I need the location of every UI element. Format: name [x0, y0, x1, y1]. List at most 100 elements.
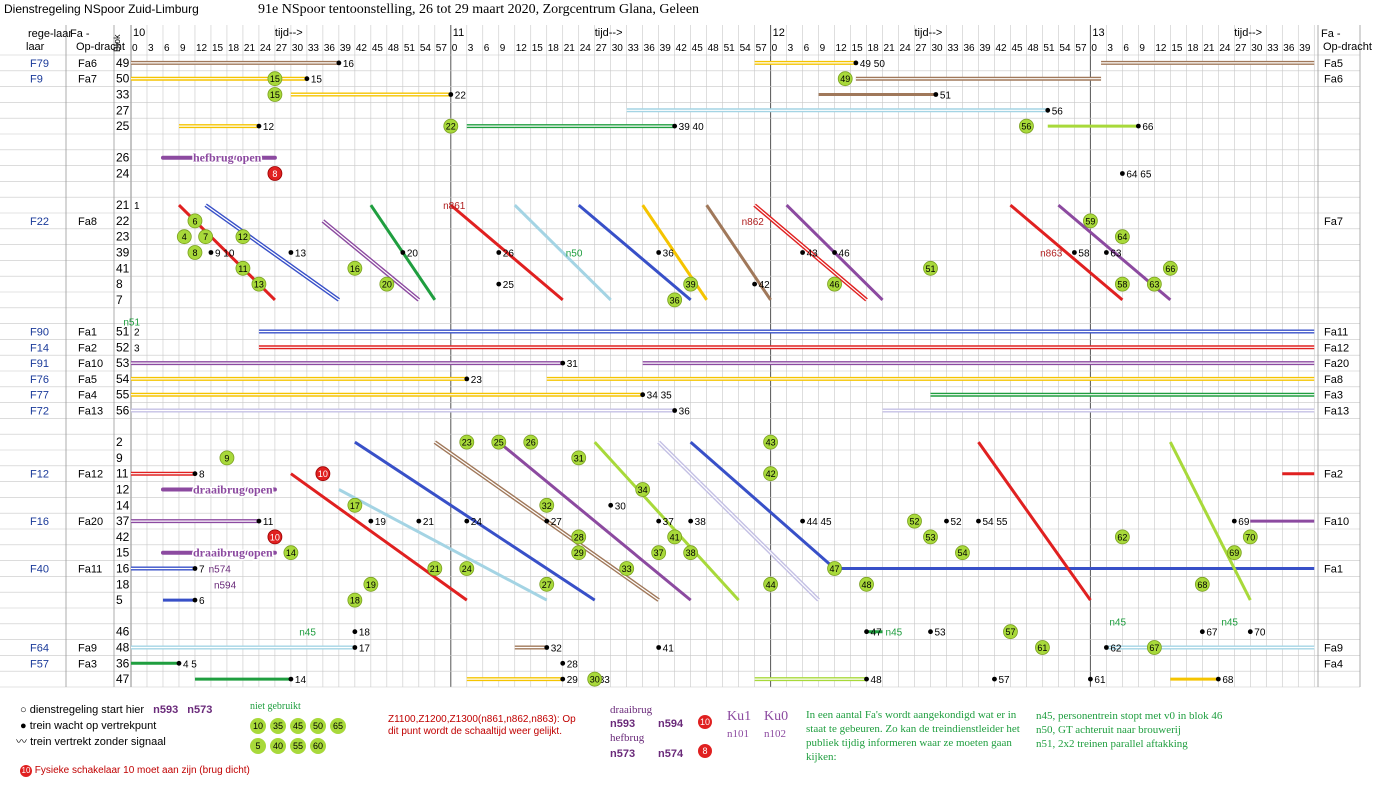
row-right-fa: Fa8: [1324, 374, 1343, 386]
number-circle-label: 29: [574, 548, 584, 558]
dot-label: 43: [807, 249, 819, 260]
dot-label: 57: [998, 675, 1010, 686]
train-diagonal-inner: [205, 204, 340, 301]
minute-tick: 45: [692, 43, 704, 54]
number-circle-label: 15: [270, 90, 280, 100]
fa-header-line2: Op-dracht: [76, 41, 125, 53]
start-icon: ○: [20, 704, 27, 716]
not-used-number-icon: 10: [250, 718, 266, 734]
row-blok: 50: [116, 72, 130, 86]
dot-label: 54 55: [982, 517, 1007, 528]
dot-label: 56: [1052, 106, 1064, 117]
wait-dot: [400, 250, 406, 255]
wait-dot: [1072, 250, 1077, 255]
number-circle-label: 38: [686, 548, 696, 558]
number-circle: [347, 592, 363, 608]
minute-tick: 3: [788, 43, 794, 54]
dot-label: 27: [551, 517, 563, 528]
wait-dot: [352, 645, 358, 650]
number-circle-label: 4: [182, 232, 187, 242]
number-circle: [315, 466, 331, 482]
minute-tick: 6: [484, 43, 490, 54]
number-circle: [235, 260, 251, 276]
wait-dot: [416, 518, 422, 524]
number-circle-label: 23: [462, 438, 472, 448]
dot-label: 7: [199, 565, 205, 576]
train-diagonal: [577, 203, 692, 302]
number-circle-label: 14: [286, 548, 296, 558]
minute-tick: 48: [388, 43, 400, 54]
annotation: n862: [742, 217, 765, 228]
row-right-fa: Fa12: [1324, 342, 1349, 354]
not-used-number-icon: 35: [270, 718, 286, 734]
train-diagonal: [354, 440, 596, 602]
minute-tick: 30: [612, 43, 624, 54]
wait-dot: [976, 518, 981, 524]
number-circle: [1019, 118, 1034, 134]
minute-tick: 3: [468, 43, 474, 54]
number-circle-label: 33: [622, 564, 632, 574]
number-circle: [459, 561, 475, 576]
number-circle: [635, 482, 651, 497]
row-right-fa: Fa3: [1324, 390, 1343, 402]
number-circle-label: 10: [318, 469, 328, 479]
minute-tick: 57: [1075, 43, 1087, 54]
row-blok: 15: [116, 546, 130, 560]
row-blok: 48: [116, 641, 130, 655]
dot-label: 44 45: [807, 517, 832, 528]
row-blok: 56: [116, 404, 130, 418]
number-circle-label: 41: [670, 532, 680, 542]
number-circle-label: 39: [686, 280, 696, 290]
number-circle-label: 47: [830, 564, 840, 574]
minute-tick: 30: [932, 43, 944, 54]
number-circle-label: 22: [446, 122, 456, 132]
row-regelaar: F16: [30, 516, 49, 528]
train-diagonal: [1169, 441, 1252, 601]
row-regelaar: F90: [30, 327, 49, 339]
dot-label: 67: [1206, 628, 1218, 639]
minute-tick: 33: [947, 43, 959, 54]
dot-label: 24: [471, 517, 483, 528]
wait-dot: [560, 660, 566, 666]
number-circle: [187, 245, 203, 260]
legend-n574: n574: [658, 748, 684, 760]
annotation: 3: [134, 343, 140, 354]
annotation: 1: [134, 201, 140, 212]
minute-tick: 0: [1091, 43, 1097, 54]
minute-tick: 18: [1187, 43, 1199, 54]
wait-dot: [656, 518, 662, 524]
number-circle-label: 66: [1165, 264, 1175, 274]
number-circle-label: 8: [272, 169, 277, 179]
number-circle: [651, 545, 667, 561]
minute-tick: 51: [724, 43, 736, 54]
row-blok: 24: [116, 167, 130, 181]
dot-label: 70: [1254, 628, 1266, 639]
number-circle: [459, 434, 475, 450]
tijd-label: tijd-->: [915, 27, 943, 39]
train-diagonal-inner: [754, 204, 867, 301]
number-circle: [539, 576, 555, 592]
wait-dot: [176, 660, 182, 666]
row-blok: 8: [116, 277, 123, 291]
dot-label: 4 5: [183, 659, 197, 670]
dot-label: 37: [663, 517, 675, 528]
row-fa: Fa20: [78, 516, 103, 528]
minute-tick: 36: [644, 43, 656, 54]
number-circle-label: 37: [654, 548, 664, 558]
row-blok: 7: [116, 293, 123, 307]
minute-tick: 42: [356, 43, 368, 54]
row-right-fa: Fa2: [1324, 469, 1343, 481]
annotation: n594: [214, 580, 237, 591]
row-blok: 55: [116, 388, 130, 402]
row-fa: Fa2: [78, 342, 97, 354]
minute-tick: 12: [516, 43, 528, 54]
wait-dot: [1103, 645, 1109, 650]
dot-label: 8: [199, 470, 205, 481]
dot-label: 12: [263, 122, 275, 133]
row-regelaar: F64: [30, 643, 49, 655]
dot-label: 33: [599, 675, 611, 686]
number-circle: [923, 260, 938, 276]
wait-dot: [1231, 518, 1237, 524]
number-circle: [1035, 640, 1050, 655]
dot-label: 31: [567, 359, 579, 370]
